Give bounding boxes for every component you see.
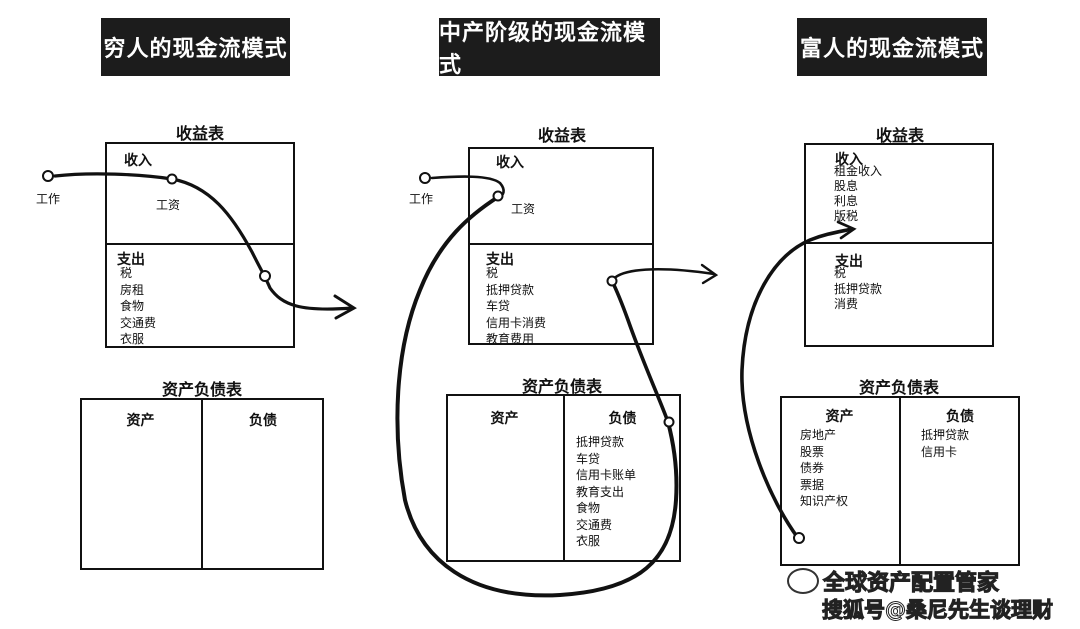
rich-asset-item: 票据: [800, 477, 825, 492]
poor-income-divider: [105, 243, 295, 245]
middle-liability-item: 食物: [576, 501, 601, 515]
rich-expense-item: 抵押贷款: [834, 281, 883, 296]
middle-expense-item: 抵押贷款: [486, 282, 535, 297]
rich-liabilities-label: 负债: [946, 409, 974, 425]
rich-income-divider: [804, 242, 994, 244]
rich-expense-item: 税: [834, 266, 847, 280]
middle-expense-item: 税: [486, 266, 499, 280]
rich-income-statement: [804, 143, 994, 347]
middle-liability-item: 车贷: [576, 451, 601, 466]
watermark-line2: 搜狐号@桑尼先生谈理财: [822, 598, 1054, 623]
rich-asset-item: 债券: [800, 461, 825, 475]
poor-wage-label: 工资: [156, 198, 181, 212]
rich-asset-item: 房地产: [800, 428, 837, 442]
poor-work-label: 工作: [36, 192, 61, 206]
rich-income-item: 版税: [834, 209, 859, 223]
rich-income-item: 股息: [834, 179, 859, 193]
poor-balance-sheet-title: 资产负债表: [161, 380, 242, 399]
rich-income-item: 租金收入: [834, 164, 883, 178]
middle-work-label: 工作: [409, 192, 434, 206]
middle-wage-label: 工资: [511, 202, 536, 216]
rich-assets-label: 资产: [825, 409, 854, 425]
middle-income-divider: [468, 243, 654, 245]
middle-liability-item: 教育支出: [576, 484, 625, 499]
watermark-logo-icon: [787, 568, 819, 594]
middle-liability-item: 抵押贷款: [576, 435, 625, 449]
rich-income-item: 利息: [834, 194, 859, 208]
rich-liability-item: 信用卡: [921, 444, 958, 459]
rich-title-banner: 富人的现金流模式: [797, 18, 987, 76]
rich-liabilities-list: 抵押贷款 信用卡: [921, 427, 969, 460]
poor-income-label: 收入: [124, 153, 152, 169]
poor-title-banner: 穷人的现金流模式: [101, 18, 290, 76]
middle-expense-item: 车贷: [486, 299, 511, 313]
poor-expense-item: 食物: [120, 299, 145, 313]
rich-asset-item: 知识产权: [800, 494, 849, 508]
poor-balance-divider: [201, 398, 203, 570]
middle-liability-item: 信用卡账单: [576, 468, 637, 482]
rich-asset-item: 股票: [800, 444, 825, 459]
rich-expense-list: 税 抵押贷款 消费: [834, 266, 882, 313]
poor-assets-label: 资产: [126, 413, 155, 429]
watermark-line1: 全球资产配置管家: [822, 571, 1000, 597]
middle-title-banner: 中产阶级的现金流模式: [439, 18, 660, 78]
middle-income-statement-title: 收益表: [537, 126, 586, 145]
middle-title: 中产阶级的现金流模式: [439, 21, 647, 78]
poor-expense-item: 交通费: [120, 315, 157, 330]
rich-balance-divider: [899, 396, 901, 566]
middle-liability-item: 衣服: [576, 534, 601, 548]
poor-expense-item: 衣服: [120, 332, 145, 346]
poor-income-statement-title: 收益表: [175, 124, 224, 143]
middle-liabilities-label: 负债: [608, 411, 637, 427]
middle-expense-item: 教育费用: [486, 332, 535, 346]
rich-income-list: 租金收入 股息 利息 版税: [834, 164, 882, 224]
middle-expense-item: 信用卡消费: [486, 315, 547, 330]
rich-income-label: 收入: [835, 152, 863, 168]
rich-title: 富人的现金流模式: [799, 37, 984, 62]
middle-assets-label: 资产: [490, 411, 519, 427]
poor-title: 穷人的现金流模式: [103, 37, 288, 62]
poor-expense-item: 税: [120, 266, 133, 280]
rich-expense-item: 消费: [834, 297, 859, 311]
rich-income-statement-title: 收益表: [875, 126, 924, 145]
poor-expense-item: 房租: [120, 282, 145, 297]
middle-liability-item: 交通费: [576, 517, 613, 532]
middle-expense-list: 税 抵押贷款 车贷 信用卡消费 教育费用: [486, 265, 546, 348]
poor-liabilities-label: 负债: [249, 413, 277, 429]
rich-balance-sheet-title: 资产负债表: [858, 378, 939, 397]
rich-liability-item: 抵押贷款: [921, 428, 970, 442]
rich-assets-list: 房地产 股票 债券 票据 知识产权: [800, 427, 848, 510]
middle-income-label: 收入: [496, 155, 524, 171]
poor-expense-list: 税 房租 食物 交通费 衣服: [120, 265, 156, 348]
middle-liabilities-list: 抵押贷款 车贷 信用卡账单 教育支出 食物 交通费 衣服: [576, 434, 636, 550]
